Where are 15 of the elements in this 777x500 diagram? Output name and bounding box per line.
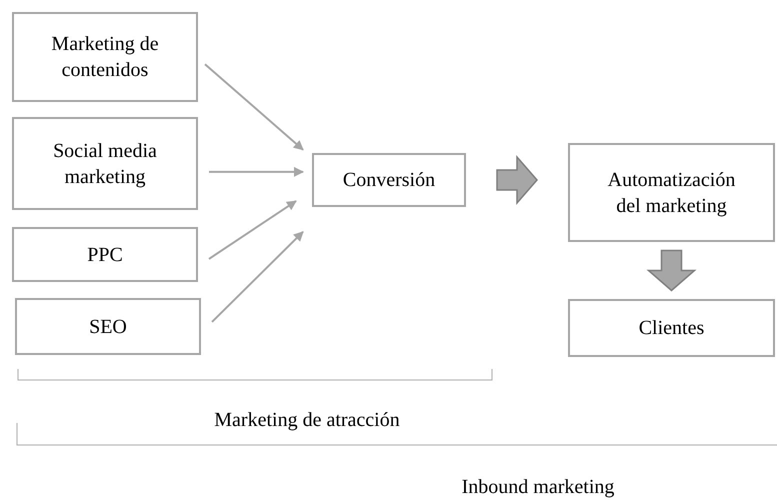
process-box: SEO <box>15 298 201 355</box>
arrow <box>209 166 304 177</box>
arrow <box>204 63 304 151</box>
arrow <box>211 231 304 323</box>
bracket-label: Inbound marketing <box>462 477 614 497</box>
process-box: Marketing de contenidos <box>12 12 198 102</box>
process-box: Social media marketing <box>12 117 198 210</box>
bracket-label: Marketing de atracción <box>214 410 400 430</box>
process-box: PPC <box>12 227 198 282</box>
block-arrow <box>496 155 538 205</box>
process-box: Conversión <box>312 153 466 207</box>
block-arrow <box>646 250 696 292</box>
arrow <box>208 200 297 260</box>
process-box: Clientes <box>568 299 775 357</box>
process-box: Automatización del marketing <box>568 143 775 242</box>
